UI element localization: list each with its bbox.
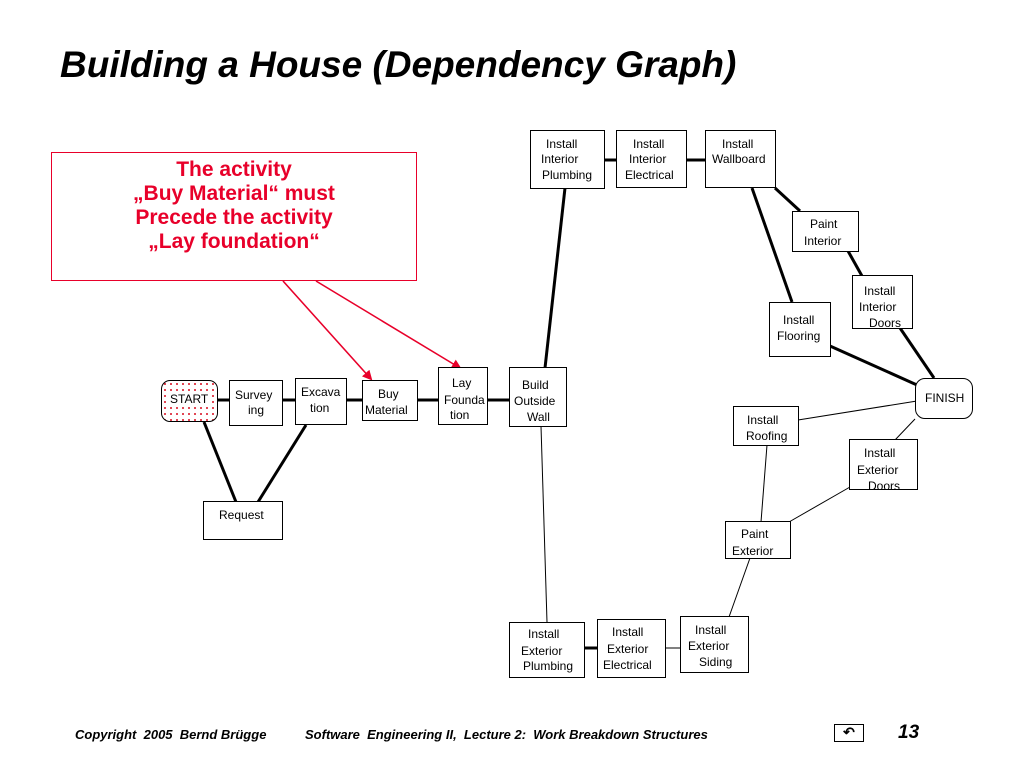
edge-outside-wall-interior-plumbing	[543, 187, 567, 369]
callout-line: Precede the activity	[135, 206, 333, 229]
edge-excavation-request	[256, 424, 308, 503]
install-exterior-plumbing-node: Install Exterior Plumbing	[509, 622, 585, 678]
finish-node: FINISH	[915, 378, 973, 419]
edge-ext-doors-paint-exterior	[788, 486, 851, 523]
install-roofing-node: Install Roofing	[733, 406, 799, 446]
callout-box: The activity „Buy Material“ must Precede…	[51, 152, 417, 281]
install-exterior-doors-node: Install Exterior Doors	[849, 439, 918, 493]
edge-interior-doors-finish	[898, 327, 936, 379]
surveying-node: Survey ing	[229, 380, 283, 426]
install-interior-doors-node: Install Interior Doors	[852, 275, 913, 330]
buy-material-node: Buy Material	[362, 380, 418, 421]
install-exterior-electrical-node: Install Exterior Electrical	[597, 619, 666, 678]
install-exterior-siding-node: Install Exterior Siding	[680, 616, 749, 673]
install-interior-electrical-node: Install Interior Electrical	[616, 130, 687, 188]
footer-course: Software Engineering II, Lecture 2: Work…	[305, 727, 708, 742]
return-icon[interactable]: ↶	[834, 724, 864, 742]
callout-arrow-lay-foundation	[315, 280, 462, 370]
build-outside-wall-node: Build Outside Wall	[509, 367, 567, 427]
callout-arrow-buy-material	[282, 280, 373, 381]
edge-outside-wall-ext-plumbing	[540, 425, 548, 623]
edge-start-request	[202, 421, 238, 503]
edge-roofing-paint-exterior	[760, 444, 768, 523]
request-node: Request	[203, 501, 283, 540]
install-flooring-node: Install Flooring	[769, 302, 831, 357]
install-interior-plumbing-node: Install Interior Plumbing	[530, 130, 605, 189]
callout-line: „Lay foundation“	[148, 230, 320, 253]
callout-line: „Buy Material“ must	[133, 182, 335, 205]
edge-flooring-finish	[829, 344, 918, 387]
start-node: START	[161, 380, 218, 422]
edge-paint-interior-doors	[846, 250, 864, 277]
install-wallboard-node: Install Wallboard	[705, 130, 776, 188]
paint-exterior-node: Paint Exterior	[725, 521, 791, 559]
edge-paint-exterior-ext-siding	[728, 557, 751, 618]
lay-foundation-node: Lay Founda tion	[438, 367, 488, 425]
paint-interior-node: Paint Interior	[792, 211, 859, 252]
edge-wallboard-flooring	[750, 187, 794, 303]
edge-roofing-finish	[797, 400, 918, 421]
excavation-node: Excava tion	[295, 378, 347, 425]
edge-wallboard-paint-interior	[773, 186, 802, 213]
slide-title: Building a House (Dependency Graph)	[60, 44, 737, 85]
edge-ext-doors-finish	[894, 418, 916, 441]
callout-line: The activity	[176, 158, 292, 181]
footer-copyright: Copyright 2005 Bernd Brügge	[75, 727, 267, 742]
page-number: 13	[898, 722, 920, 743]
